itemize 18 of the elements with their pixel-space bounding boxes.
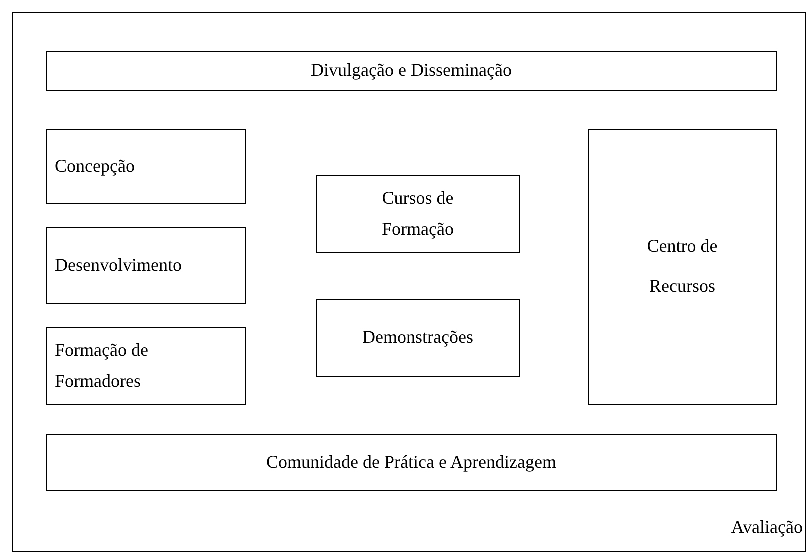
process-box [46,129,246,204]
box-label: Comunidade de Prática e Aprendizagem [266,452,556,474]
box-label: Divulgação e Disseminação [311,60,512,82]
process-box [46,327,246,405]
box-label: Concepção [55,156,135,178]
box-label: Avaliação [731,517,803,539]
box-label: Demonstrações [362,327,474,349]
process-box [588,129,777,405]
process-box [46,227,246,304]
process-box [316,299,520,377]
box-label: Centro de Recursos [646,235,719,298]
process-box [316,175,520,253]
process-box [46,51,777,91]
process-box [46,434,777,491]
frame-box [12,12,806,552]
box-label: Cursos de Formação [381,186,455,241]
box-label: Formação de Formadores [55,338,150,393]
box-label: Desenvolvimento [55,254,182,276]
